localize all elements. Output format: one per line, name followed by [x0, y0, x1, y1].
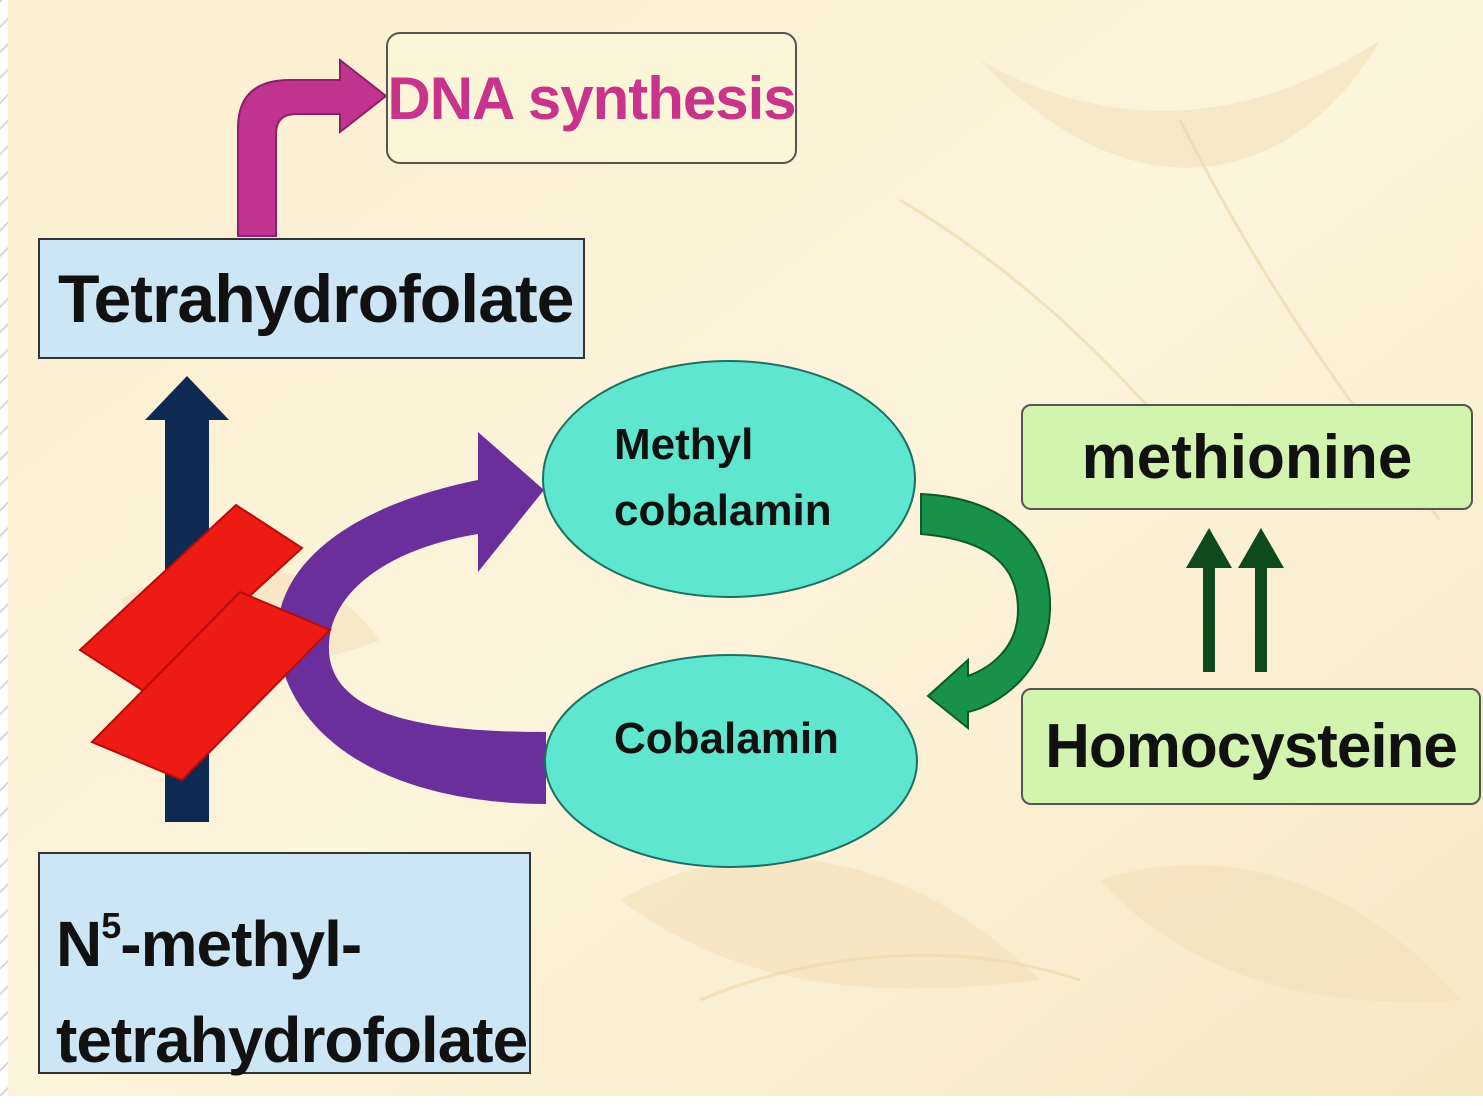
- dna-synthesis-box: DNA synthesis: [386, 32, 797, 164]
- n5-methyl-line1: N5-methyl-: [56, 878, 362, 992]
- cobalamin-ellipse: [544, 654, 918, 868]
- n5-prefix: N: [56, 908, 102, 980]
- tetrahydrofolate-label: Tetrahydrofolate: [58, 260, 574, 337]
- n5-superscript: 5: [101, 905, 121, 946]
- block-marker-icon: [90, 590, 332, 782]
- arrow-homocysteine-to-methionine: [1186, 528, 1284, 672]
- methionine-box: methionine: [1021, 404, 1473, 510]
- n5-methyl-line2: tetrahydrofolate: [56, 1004, 528, 1076]
- tetrahydrofolate-box: Tetrahydrofolate: [38, 238, 585, 359]
- block-marker-icon: [78, 503, 304, 694]
- methyl-cobalamin-line1: Methyl: [614, 420, 754, 469]
- homocysteine-label: Homocysteine: [1045, 712, 1458, 781]
- methionine-label: methionine: [1081, 422, 1413, 492]
- cobalamin-label: Cobalamin: [614, 714, 839, 763]
- n5-suffix: -methyl-: [120, 908, 362, 980]
- methyl-cobalamin-line2: cobalamin: [614, 486, 832, 535]
- dna-synthesis-label: DNA synthesis: [387, 64, 796, 132]
- methyl-cobalamin-label: Methyl cobalamin: [614, 412, 832, 544]
- methyl-cobalamin-ellipse: [542, 360, 916, 598]
- arrow-cobalamin-to-methylcobalamin: [277, 432, 546, 804]
- arrow-thf-to-dna: [237, 57, 388, 237]
- homocysteine-box: Homocysteine: [1021, 688, 1481, 805]
- n5-methyl-tetrahydrofolate-box: N5-methyl- tetrahydrofolate: [38, 852, 531, 1076]
- arrow-methylcobalamin-to-cobalamin: [920, 492, 1052, 731]
